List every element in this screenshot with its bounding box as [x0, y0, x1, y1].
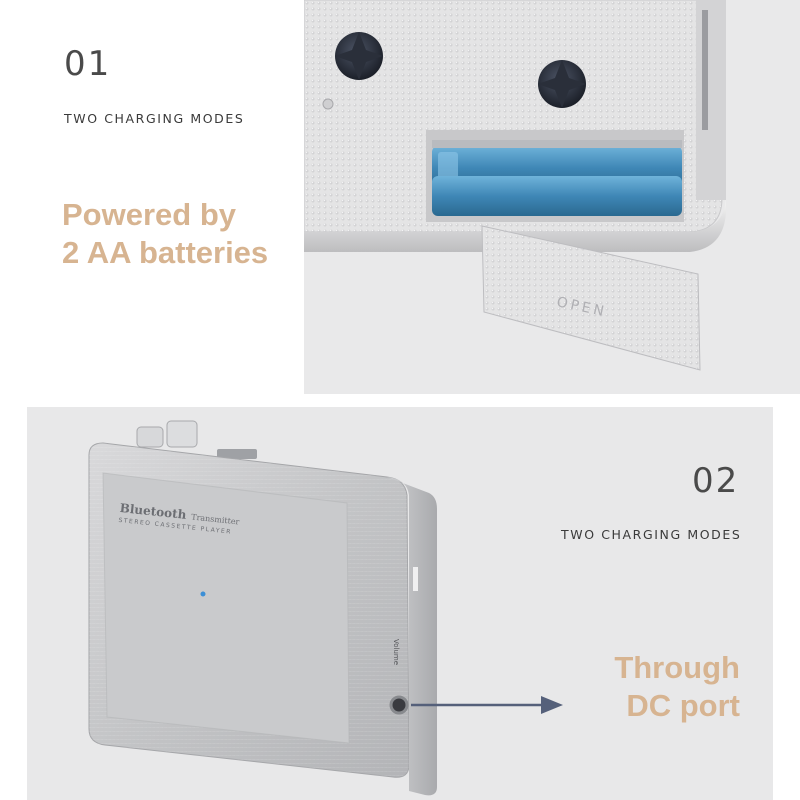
device-side-label: Volume [392, 639, 400, 666]
battery-compartment-illustration: OPEN [304, 0, 726, 371]
section1-caption: TWO CHARGING MODES [64, 111, 245, 126]
battery-compartment-photo: OPEN [304, 0, 800, 394]
section1-headline: Powered by 2 AA batteries [62, 196, 268, 272]
section2-headline-line2: DC port [626, 688, 740, 723]
cassette-player-photo: Bluetooth Transmitter STEREO CASSETTE PL… [27, 407, 773, 800]
section1-headline-line1: Powered by [62, 197, 236, 232]
section1-headline-line2: 2 AA batteries [62, 235, 269, 270]
section2-headline-line1: Through [614, 650, 740, 685]
section2-headline: Through DC port [604, 649, 740, 725]
section1-number: 01 [64, 44, 112, 84]
cassette-player-illustration [88, 420, 563, 796]
section2-number: 02 [692, 461, 740, 501]
section2-caption: TWO CHARGING MODES [561, 527, 742, 542]
